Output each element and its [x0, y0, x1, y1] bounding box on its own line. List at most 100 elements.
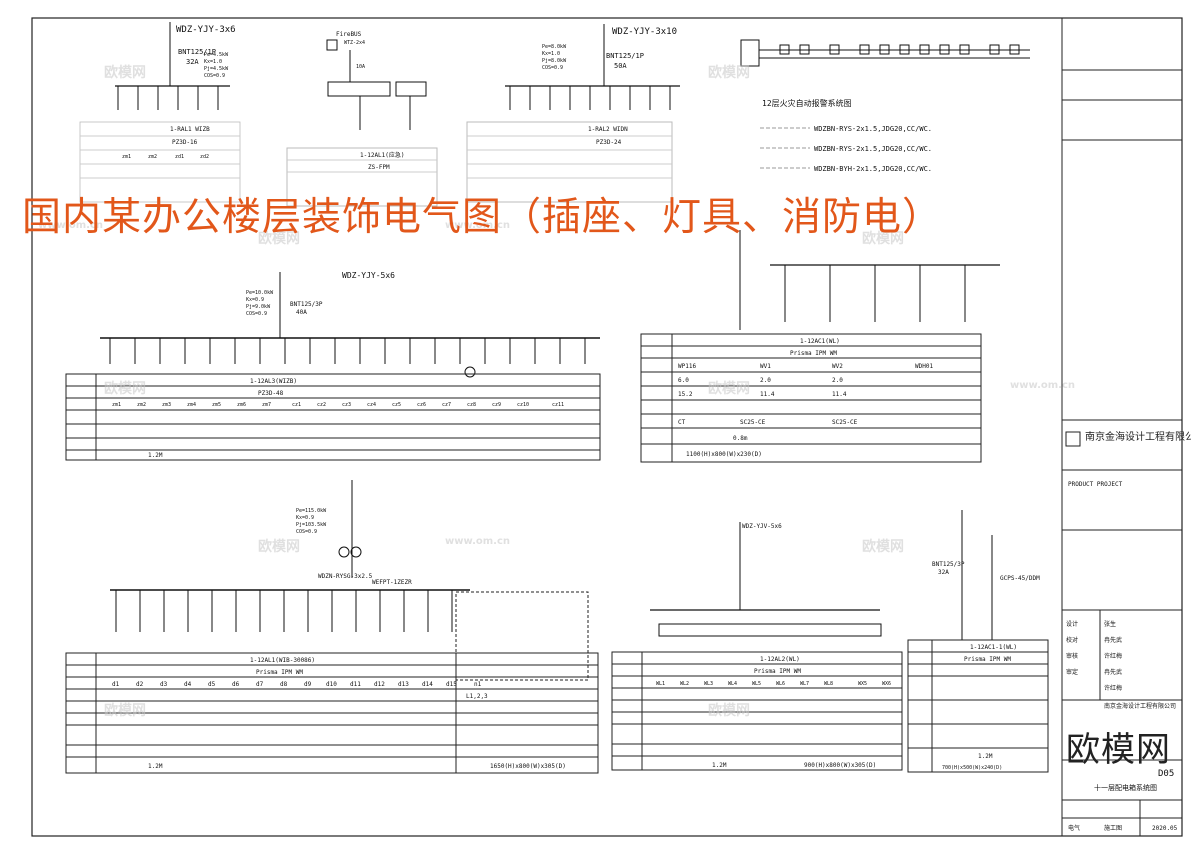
svg-text:WL4: WL4 [728, 681, 737, 687]
svg-text:cz9: cz9 [492, 402, 501, 408]
svg-text:PRODUCT PROJECT: PRODUCT PROJECT [1068, 481, 1123, 488]
watermark-brand: 欧模网 [258, 231, 300, 247]
svg-text:Prisma IPM WM: Prisma IPM WM [754, 668, 801, 675]
svg-text:设计: 设计 [1066, 620, 1078, 628]
svg-text:cz7: cz7 [442, 402, 451, 408]
watermark-brand: 欧模网 [104, 65, 146, 81]
cable-label: WDZ-YJY-3x6 [176, 25, 236, 35]
box-top-left: WDZ-YJY-3x6 BNT125/1P 32A Pe=4.5kW Kx=1.… [79, 22, 241, 203]
svg-text:Kx=0.9: Kx=0.9 [246, 297, 264, 303]
svg-text:zm4: zm4 [187, 402, 196, 408]
watermark-brand: 欧模网 [104, 703, 146, 719]
svg-text:Pj=8.0kW: Pj=8.0kW [542, 58, 567, 64]
svg-text:BNT125/1P: BNT125/1P [606, 52, 644, 60]
svg-text:1-12AL2(WL): 1-12AL2(WL) [760, 656, 800, 663]
svg-text:cz11: cz11 [552, 402, 564, 408]
watermark-site: www.om.cn [445, 220, 511, 231]
svg-text:Kx=1.0: Kx=1.0 [204, 59, 222, 65]
svg-text:CT: CT [678, 419, 686, 426]
svg-text:Pe=8.0kW: Pe=8.0kW [542, 44, 567, 50]
svg-text:d2: d2 [136, 681, 144, 688]
svg-text:BNT125/3P: BNT125/3P [290, 301, 323, 308]
page-title: 国内某办公楼层装饰电气图（插座、灯具、消防电） [22, 195, 943, 240]
svg-text:WL7: WL7 [800, 681, 809, 687]
svg-text:南京金海设计工程有限公司: 南京金海设计工程有限公司 [1104, 702, 1176, 710]
svg-text:0.8m: 0.8m [733, 435, 748, 442]
svg-text:1-12AC1(WL): 1-12AC1(WL) [800, 338, 840, 345]
svg-text:zm6: zm6 [237, 402, 246, 408]
svg-text:1-RAL2 WIDN: 1-RAL2 WIDN [588, 126, 628, 133]
svg-text:Kx=0.9: Kx=0.9 [296, 515, 314, 521]
svg-text:d9: d9 [304, 681, 312, 688]
svg-text:d6: d6 [232, 681, 240, 688]
watermark-site: www.om.cn [445, 536, 511, 547]
svg-text:十一层配电箱系统图: 十一层配电箱系统图 [1094, 783, 1157, 792]
svg-text:d1: d1 [112, 681, 120, 688]
fire-alarm-diagram: 12层火灾自动报警系统图 WDZBN-RYS-2x1.5,JDG20,CC/WC… [740, 39, 1030, 173]
svg-text:BNT125/3P: BNT125/3P [932, 561, 965, 568]
svg-text:2020.05: 2020.05 [1152, 825, 1178, 832]
svg-text:PZ3D-24: PZ3D-24 [596, 139, 622, 146]
svg-text:cz2: cz2 [317, 402, 326, 408]
svg-text:WDZBN-BYH-2x1.5,JDG20,CC/WC.: WDZBN-BYH-2x1.5,JDG20,CC/WC. [814, 165, 932, 173]
box-mid-left: WDZ-YJY-5x6 BNT125/3P 40A Pe=10.0kW Kx=0… [65, 271, 601, 461]
svg-text:冉先武: 冉先武 [1104, 668, 1122, 676]
svg-text:zm2: zm2 [148, 154, 157, 160]
svg-text:冉先武: 冉先武 [1104, 636, 1122, 644]
watermark-brand: 欧模网 [862, 539, 904, 555]
watermark-brand: 欧模网 [708, 381, 750, 397]
svg-text:1.2M: 1.2M [712, 762, 727, 769]
svg-text:zd1: zd1 [175, 154, 184, 160]
svg-text:1.2M: 1.2M [148, 452, 163, 459]
svg-text:WX5: WX5 [858, 681, 867, 687]
svg-text:ZS-FPM: ZS-FPM [368, 164, 390, 171]
svg-text:WDZBN-RYS-2x1.5,JDG20,CC/WC.: WDZBN-RYS-2x1.5,JDG20,CC/WC. [814, 125, 932, 133]
svg-text:WEFPT-1ZEZR: WEFPT-1ZEZR [372, 579, 412, 586]
svg-text:d7: d7 [256, 681, 264, 688]
svg-text:WX6: WX6 [882, 681, 891, 687]
svg-text:11.4: 11.4 [832, 391, 847, 398]
svg-text:WV2: WV2 [832, 363, 843, 370]
svg-text:SC25-CE: SC25-CE [832, 419, 858, 426]
watermark-brand: 欧模网 [104, 381, 146, 397]
svg-text:50A: 50A [614, 62, 627, 70]
svg-text:FireBUS: FireBUS [336, 31, 362, 38]
brand-logo-text: 欧模网 [1066, 730, 1171, 770]
svg-text:zd2: zd2 [200, 154, 209, 160]
svg-text:审核: 审核 [1066, 652, 1078, 660]
box-top-mid: FireBUS WTZ-2x4 10A 1-12AL1(应急) ZS-FPM [286, 31, 438, 207]
svg-text:d5: d5 [208, 681, 216, 688]
svg-text:1.2M: 1.2M [978, 753, 993, 760]
svg-text:施工图: 施工图 [1104, 824, 1122, 832]
svg-text:Pj=4.5kW: Pj=4.5kW [204, 66, 229, 72]
watermark-brand: 欧模网 [708, 703, 750, 719]
svg-text:WL1: WL1 [656, 681, 665, 687]
svg-text:1650(H)x800(W)x305(D): 1650(H)x800(W)x305(D) [490, 763, 566, 770]
svg-text:cz8: cz8 [467, 402, 476, 408]
svg-text:1-12AC1-1(WL): 1-12AC1-1(WL) [970, 644, 1017, 651]
svg-text:zm1: zm1 [112, 402, 121, 408]
svg-text:电气: 电气 [1068, 824, 1080, 832]
svg-text:cz5: cz5 [392, 402, 401, 408]
svg-text:Prisma IPM WM: Prisma IPM WM [256, 669, 303, 676]
svg-text:校对: 校对 [1066, 636, 1078, 644]
svg-text:Kx=1.0: Kx=1.0 [542, 51, 560, 57]
svg-text:cz4: cz4 [367, 402, 376, 408]
svg-text:d14: d14 [422, 681, 433, 688]
svg-text:WDZBN-RYS-2x1.5,JDG20,CC/WC.: WDZBN-RYS-2x1.5,JDG20,CC/WC. [814, 145, 932, 153]
svg-text:32A: 32A [186, 58, 199, 66]
svg-text:cz6: cz6 [417, 402, 426, 408]
svg-text:zm3: zm3 [162, 402, 171, 408]
svg-text:10A: 10A [356, 64, 365, 70]
svg-text:GCPS-45/DDM: GCPS-45/DDM [1000, 575, 1040, 582]
svg-text:L1,2,3: L1,2,3 [466, 693, 488, 700]
svg-text:1.2M: 1.2M [148, 763, 163, 770]
svg-text:cz10: cz10 [517, 402, 529, 408]
svg-text:1100(H)x800(W)x230(D): 1100(H)x800(W)x230(D) [686, 451, 762, 458]
svg-text:COS=0.9: COS=0.9 [542, 65, 563, 71]
sheet-border [31, 17, 1183, 837]
svg-text:1-12AL3(WIZB): 1-12AL3(WIZB) [250, 378, 297, 385]
svg-text:Pj=103.5kW: Pj=103.5kW [296, 522, 327, 528]
svg-text:n1: n1 [474, 681, 482, 688]
